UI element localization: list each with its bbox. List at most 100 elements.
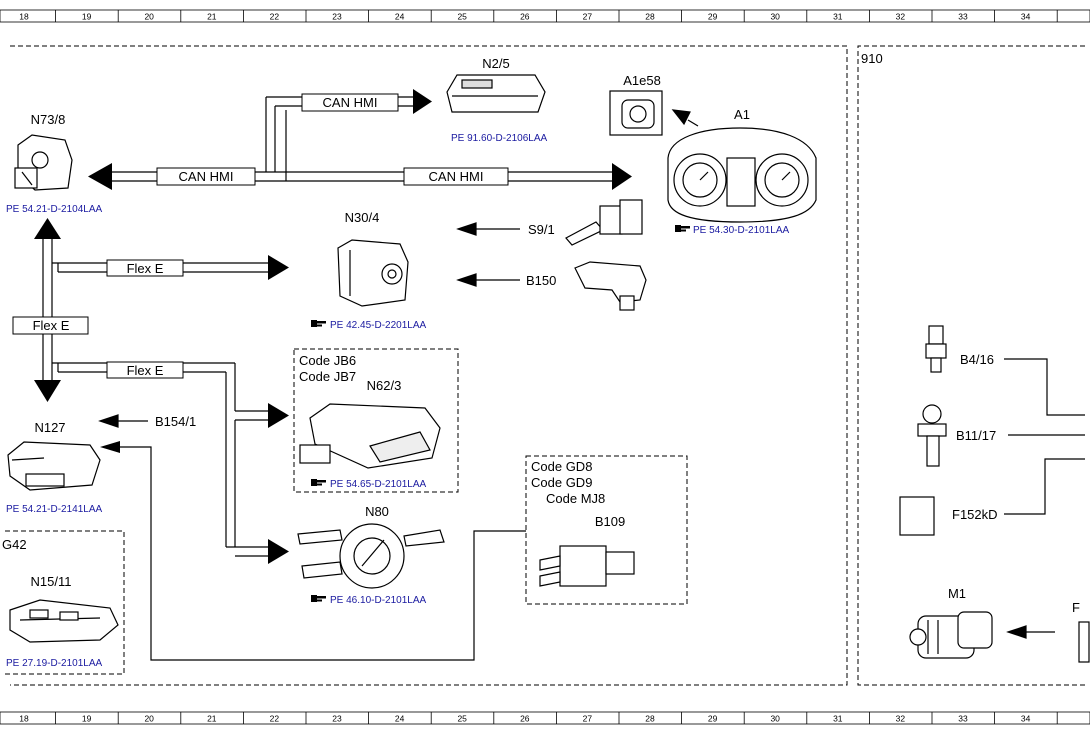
bottom-ruler-column-number: 23 [332, 714, 342, 724]
top-ruler-column-number: 27 [583, 12, 593, 22]
top-ruler-column-number: 23 [332, 12, 342, 22]
top-ruler-column-number: 25 [457, 12, 467, 22]
bottom-ruler-column-number: 31 [833, 714, 843, 724]
n80-steering-module [297, 523, 445, 589]
ref-n15-11[interactable]: PE 27.19-D-2101LAA [6, 658, 103, 669]
flex-e-label-vert: Flex E [33, 318, 70, 333]
ref-n62-3[interactable]: PE 54.65-D-2101LAA [311, 479, 427, 490]
ref-text-n73-8[interactable]: PE 54.21-D-2104LAA [6, 204, 103, 215]
ref-text-a1[interactable]: PE 54.30-D-2101LAA [693, 225, 790, 236]
n127-module [7, 441, 101, 491]
code-gd9: Code GD9 [531, 475, 592, 490]
label-m1: M1 [948, 586, 966, 601]
section-label-910: 910 [861, 51, 883, 66]
flex-e-label-1: Flex E [127, 261, 164, 276]
label-n15-11: N15/11 [31, 574, 72, 589]
pointing-hand-icon [311, 479, 326, 486]
bottom-ruler-column-number: 22 [270, 714, 280, 724]
code-gd8: Code GD8 [531, 459, 592, 474]
bottom-ruler-column-number: 19 [82, 714, 92, 724]
ref-text-n30-4[interactable]: PE 42.45-D-2201LAA [330, 320, 427, 331]
top-ruler-column-number: 32 [896, 12, 906, 22]
top-ruler-column-number: 22 [270, 12, 280, 22]
ref-n30-4[interactable]: PE 42.45-D-2201LAA [311, 320, 427, 331]
bottom-ruler-column-number: 34 [1021, 714, 1031, 724]
bottom-ruler-column-number: 26 [520, 714, 530, 724]
ref-text-n127[interactable]: PE 54.21-D-2141LAA [6, 504, 103, 515]
label-b154-1: B154/1 [155, 414, 196, 429]
top-ruler-column-number: 34 [1021, 12, 1031, 22]
bottom-ruler-column-number: 33 [958, 714, 968, 724]
top-ruler-column-number: 30 [770, 12, 780, 22]
ref-n73-8[interactable]: PE 54.21-D-2104LAA [6, 204, 103, 215]
code-jb7: Code JB7 [299, 369, 356, 384]
a1e58-lamp [609, 90, 663, 136]
b11-17-sensor [917, 404, 947, 467]
sensor-arrows [98, 109, 1055, 639]
top-ruler-column-number: 18 [19, 12, 29, 22]
top-ruler-column-number: 19 [82, 12, 92, 22]
top-ruler-column-number: 28 [645, 12, 655, 22]
pointing-hand-icon [675, 225, 690, 232]
ref-a1[interactable]: PE 54.30-D-2101LAA [675, 225, 790, 236]
bottom-ruler-column-number: 21 [207, 714, 217, 724]
b4-16-sensor [925, 325, 947, 373]
ref-text-n62-3[interactable]: PE 54.65-D-2101LAA [330, 479, 427, 490]
bottom-ruler-column-number: 20 [144, 714, 154, 724]
m1-starter [909, 611, 993, 659]
can-hmi-label-top: CAN HMI [323, 95, 378, 110]
label-n30-4: N30/4 [345, 210, 380, 225]
bottom-ruler-column-number: 30 [770, 714, 780, 724]
pointing-hand-icon [311, 595, 326, 602]
n62-3-module [299, 403, 441, 469]
bottom-ruler-column-number: 27 [583, 714, 593, 724]
label-n2-5: N2/5 [482, 56, 509, 71]
label-f152kd: F152kD [952, 507, 998, 522]
bottom-ruler-column-number: 25 [457, 714, 467, 724]
n15-11-module [9, 599, 119, 643]
bottom-ruler-column-number: 28 [645, 714, 655, 724]
f152kd-relay [899, 496, 935, 536]
ref-n127[interactable]: PE 54.21-D-2141LAA [6, 504, 103, 515]
code-jb6: Code JB6 [299, 353, 356, 368]
section-frames [5, 45, 1085, 686]
ref-text-n15-11[interactable]: PE 27.19-D-2101LAA [6, 658, 103, 669]
label-b11-17: B11/17 [956, 428, 996, 443]
flex-e-arrowheads [34, 218, 289, 564]
top-ruler-frame [0, 9, 1090, 23]
top-ruler-column-number: 29 [708, 12, 718, 22]
label-n127: N127 [34, 420, 65, 435]
label-b4-16: B4/16 [960, 352, 994, 367]
n73-8-switch [14, 134, 73, 191]
label-n62-3: N62/3 [367, 378, 402, 393]
label-b150: B150 [526, 273, 556, 288]
label-b109: B109 [595, 514, 625, 529]
ref-text-n2-5[interactable]: PE 91.60-D-2106LAA [451, 133, 548, 144]
bottom-ruler-column-number: 18 [19, 714, 29, 724]
right-wiring [1004, 358, 1090, 663]
label-n80: N80 [365, 504, 389, 519]
ref-n80[interactable]: PE 46.10-D-2101LAA [311, 595, 427, 606]
label-s9-1: S9/1 [528, 222, 555, 237]
label-a1e58: A1e58 [623, 73, 661, 88]
pointing-hand-icon [311, 320, 326, 327]
top-ruler-column-number: 24 [395, 12, 405, 22]
can-hmi-label-left: CAN HMI [179, 169, 234, 184]
b150-sensor [574, 261, 647, 311]
a1-instrument-cluster [667, 127, 817, 223]
top-ruler-column-number: 21 [207, 12, 217, 22]
n2-5-module [446, 74, 546, 113]
can-hmi-label-right: CAN HMI [429, 169, 484, 184]
label-n73-8: N73/8 [31, 112, 66, 127]
partial-label-g42: G42 [2, 537, 27, 552]
top-ruler-column-number: 26 [520, 12, 530, 22]
ref-n2-5[interactable]: PE 91.60-D-2106LAA [451, 133, 548, 144]
top-ruler-column-number: 20 [144, 12, 154, 22]
flex-e-label-2: Flex E [127, 363, 164, 378]
bottom-ruler-column-number: 29 [708, 714, 718, 724]
ref-text-n80[interactable]: PE 46.10-D-2101LAA [330, 595, 427, 606]
top-ruler-column-number: 33 [958, 12, 968, 22]
